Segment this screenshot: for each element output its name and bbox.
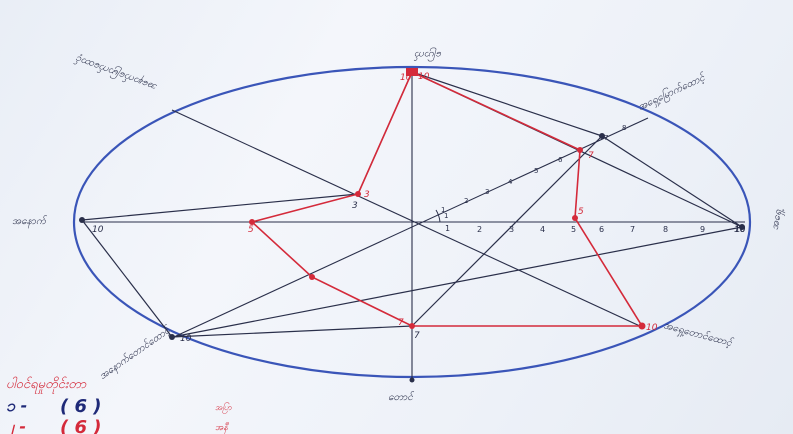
svg-text:7: 7 <box>398 318 404 328</box>
svg-text:2: 2 <box>464 197 468 205</box>
direction-south: တောင် <box>388 391 414 403</box>
legend: ပါဝင်ရမှုတိုင်းတာ ၁ - ( 6 ) အပြာ ၂ - ( 6… <box>5 376 232 434</box>
svg-text:1: 1 <box>441 206 445 214</box>
svg-text:8: 8 <box>622 124 626 132</box>
direction-east: အရှေ့ <box>770 207 787 231</box>
axis-end-markers <box>79 133 745 383</box>
direction-west: အနောက် <box>12 215 47 229</box>
legend-row1-value: ( 6 ) <box>60 396 102 417</box>
svg-text:2: 2 <box>477 225 482 234</box>
direction-north-east: အရှေ့မြောက်ထောင့် <box>636 70 709 115</box>
legend-row1-note: အပြာ <box>215 402 232 414</box>
vertex-markers <box>249 68 646 330</box>
axis-nw-se <box>171 109 643 328</box>
svg-text:3: 3 <box>352 201 358 211</box>
direction-south-west: အနောက်တောင်ထောင့် <box>97 323 175 383</box>
svg-text:10: 10 <box>735 225 745 234</box>
direction-north: ပြောက် <box>414 47 442 62</box>
legend-row2-prefix: ၂ - <box>5 417 26 434</box>
svg-text:6: 6 <box>558 156 563 164</box>
svg-text:7: 7 <box>414 331 420 341</box>
svg-text:4: 4 <box>508 178 513 186</box>
svg-text:10: 10 <box>418 72 430 82</box>
direction-south-east: အရှေ့တောင်ထောင့် <box>662 319 735 351</box>
svg-text:10: 10 <box>180 334 192 344</box>
svg-text:3: 3 <box>485 188 489 196</box>
svg-text:5: 5 <box>578 207 584 217</box>
svg-text:3: 3 <box>509 225 514 234</box>
svg-text:8: 8 <box>663 225 668 234</box>
east-axis-ticks: 1 2 3 4 5 6 7 8 9 10 <box>445 224 745 234</box>
svg-text:5: 5 <box>248 225 254 235</box>
ne-axis-ticks: 1 2 3 4 5 6 7 8 <box>441 124 626 214</box>
svg-text:1: 1 <box>445 224 450 233</box>
legend-row1-prefix: ၁ - <box>6 396 27 415</box>
svg-text:10: 10 <box>734 225 746 235</box>
angle-mark: 1 <box>444 212 448 220</box>
point-labels: 10 10 7 10 5 10 7 7 10 10 5 3 3 <box>92 72 746 344</box>
axis-ne-sw <box>175 117 649 337</box>
legend-title: ပါဝင်ရမှုတိုင်းတာ <box>6 376 87 394</box>
legend-row2-note: အနီ <box>215 422 230 434</box>
svg-text:10: 10 <box>400 73 412 83</box>
svg-text:9: 9 <box>700 225 705 234</box>
legend-row2-value: ( 6 ) <box>60 417 102 434</box>
svg-text:7: 7 <box>630 225 635 234</box>
direction-north-west: အနောက်မြောက်ထောင့် <box>73 51 160 95</box>
svg-text:3: 3 <box>364 190 370 200</box>
svg-text:5: 5 <box>571 225 576 234</box>
svg-text:7: 7 <box>604 134 608 142</box>
svg-text:6: 6 <box>599 225 604 234</box>
svg-text:4: 4 <box>540 225 545 234</box>
angle-arc <box>435 209 441 223</box>
svg-text:7: 7 <box>588 151 594 161</box>
svg-text:10: 10 <box>92 225 104 235</box>
svg-text:5: 5 <box>534 167 538 175</box>
svg-text:10: 10 <box>646 323 658 333</box>
